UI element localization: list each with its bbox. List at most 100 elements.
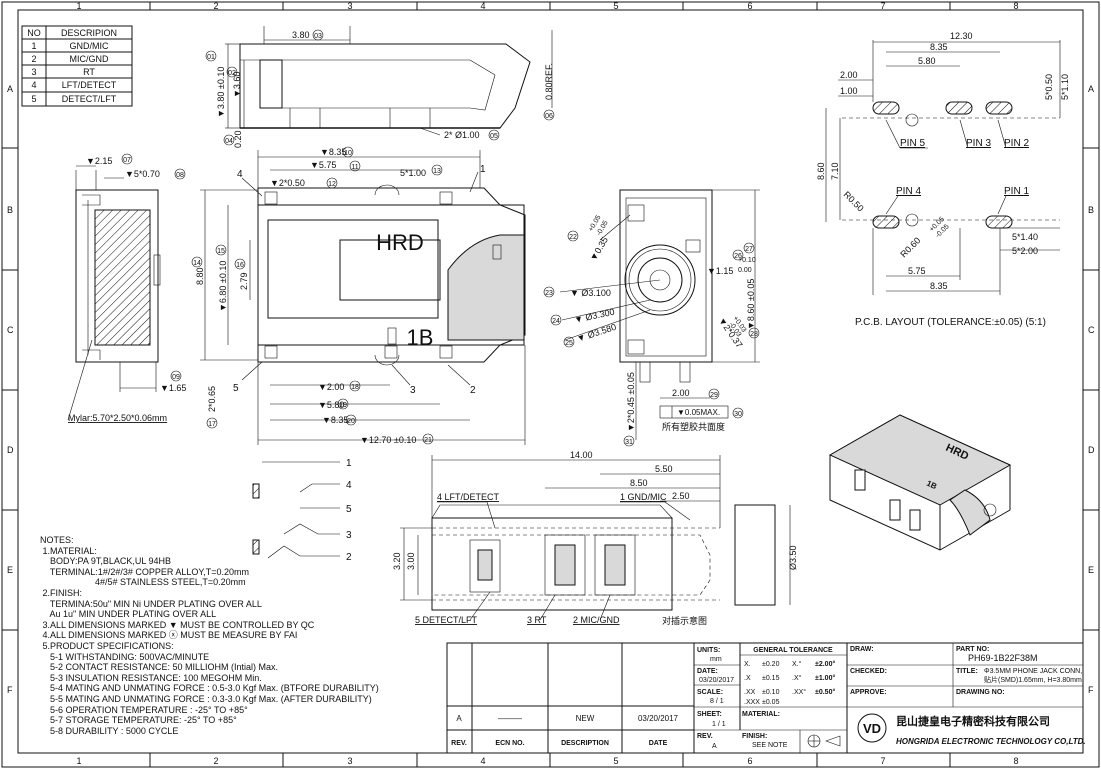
note-line: 4.ALL DIMENSIONS MARKED ⓧ MUST BE MEASUR…	[40, 630, 298, 641]
company-logo-icon	[857, 713, 887, 743]
units-value: mm	[710, 656, 722, 663]
dim-label: ▼3.60	[232, 72, 242, 98]
dim-label: ▼5*0.70	[125, 169, 160, 179]
note-line: 5-1 WITHSTANDING: 500VAC/MINUTE	[40, 651, 210, 662]
col-label: 3	[347, 1, 352, 11]
dim-label: ▼2*0.45 ±0.05	[626, 372, 636, 432]
balloon: 01	[207, 54, 215, 61]
balloon: 03	[314, 33, 322, 40]
pin-table-cell: RT	[83, 67, 95, 77]
note-line: 5-8 DURABILITY : 5000 CYCLE	[40, 725, 179, 736]
dim-label: 2.79	[239, 272, 249, 290]
dim-label: ▼0.35	[588, 235, 610, 263]
col-label: 3	[347, 756, 352, 766]
note-line: 2.FINISH:	[40, 587, 83, 598]
balloon: 04	[225, 138, 233, 145]
tol-cell: ±0.15	[762, 675, 780, 682]
dim-label: 8.60	[816, 162, 826, 180]
dim-label: 5*2.00	[1012, 246, 1038, 256]
dim-label: R0.50	[842, 189, 866, 213]
col-label: 5	[613, 756, 618, 766]
note-line: BODY:PA 9T,BLACK,UL 94HB	[40, 556, 172, 567]
row-label: D	[7, 445, 14, 455]
tol-cell: .X	[744, 675, 751, 682]
note-line: 5-4 MATING AND UNMATING FORCE : 0.5-3.0 …	[40, 683, 379, 694]
note-line: 5-2 CONTACT RESISTANCE: 50 MILLIOHM (Int…	[40, 662, 279, 673]
dim-label: 8.35	[930, 42, 948, 52]
pin-table-cell: 1	[31, 41, 36, 51]
balloon: 14	[193, 260, 201, 267]
contact-label: 3 RT	[527, 615, 547, 625]
pcb-caption: P.C.B. LAYOUT (TOLERANCE:±0.05) (5:1)	[855, 317, 1046, 328]
date-value: 03/20/2017	[699, 677, 734, 684]
insertion-view: 14.00 5.50 8.50 2.50 3.20 3.00 Ø3.50 4 L…	[392, 450, 798, 626]
balloon: 26	[734, 253, 742, 260]
pin-callout: 3	[410, 385, 416, 396]
dim-label: ▼2.00	[318, 382, 344, 392]
side-view: ▼2.15 07 ▼5*0.70 08 ▼1.65 09 Mylar:5.70*…	[67, 153, 186, 423]
pin-label: PIN 1	[1004, 186, 1029, 197]
mylar-note: Mylar:5.70*2.50*0.06mm	[68, 413, 167, 423]
balloon: 10	[344, 150, 352, 157]
col-label: 7	[880, 1, 885, 11]
pcb-pad	[872, 215, 900, 229]
title-line1: Φ3.5MM PHONE JACK CONN,	[984, 668, 1082, 675]
schematic-pin: 3	[346, 530, 352, 541]
note-line: TERMINA:50u" MIN Ni UNDER PLATING OVER A…	[40, 598, 262, 609]
schematic-pin: 1	[346, 458, 352, 469]
balloon: 07	[123, 157, 131, 164]
dim-label: 5*1.40	[1012, 232, 1038, 242]
schematic-pin: 2	[346, 552, 352, 563]
dim-label: 3.20	[392, 552, 402, 570]
dim-label: 8.35	[930, 281, 948, 291]
title-line2: 贴片(SMD)1.65mm, H=3.80mm	[984, 675, 1082, 684]
balloon: 02	[228, 70, 236, 77]
note-line: 5-7 STORAGE TEMPERATURE: -25° TO +85°	[40, 715, 237, 726]
scale-value: 8 / 1	[710, 698, 724, 705]
dim-label: ▼3.80 ±0.10	[216, 67, 226, 118]
dim-label: 2* Ø1.00	[444, 130, 480, 140]
note-line: 5-5 MATING AND UNMATING FORCE : 0.3-3.0 …	[40, 693, 372, 704]
checked-label: CHECKED:	[850, 668, 887, 675]
pcb-pad	[945, 101, 973, 115]
balloon: 21	[424, 437, 432, 444]
title-block: REV. ECN NO. DESCRIPTION DATE A ——— NEW …	[446, 642, 1086, 754]
rev-header: DESCRIPTION	[561, 740, 609, 747]
iso-code-mark: 1B	[925, 479, 938, 492]
row-label: A	[1088, 84, 1094, 94]
tol-cell: ±2.00°	[815, 660, 835, 668]
dim-label: 2.00	[672, 388, 690, 398]
company-name-en: HONGRIDA ELECTRONIC TECHNOLOGY CO,LTD.	[896, 737, 1086, 746]
dim-label: 3.00	[406, 552, 416, 570]
balloon: 31	[625, 439, 633, 446]
dim-label: 7.10	[830, 162, 840, 180]
tol-cell: ±0.10	[762, 689, 780, 696]
pin-table-header: NO	[27, 28, 41, 38]
rev-cell: NEW	[576, 714, 595, 723]
note-line: 3.ALL DIMENSIONS MARKED ▼ MUST BE CONTRO…	[40, 619, 315, 630]
balloon: 25	[565, 340, 573, 347]
dim-label: ▼8.35	[320, 147, 346, 157]
note-line: 5.PRODUCT SPECIFICATIONS:	[40, 640, 174, 651]
pin-callout: 5	[233, 383, 239, 394]
dim-label: ▼12.70 ±0.10	[360, 435, 416, 445]
note-line: 5-6 OPERATION TEMPERATURE : -25° TO +85°	[40, 704, 248, 715]
pin-table-header: DESCRIPION	[61, 28, 117, 38]
dim-label: 5*1.00	[400, 168, 426, 178]
contact-label: 5 DETECT/LFT	[415, 615, 478, 625]
contact-label: 1 GND/MIC	[620, 492, 667, 502]
material-label: MATERIAL:	[742, 711, 780, 718]
scale-label: SCALE:	[697, 689, 723, 696]
pin-label: PIN 4	[896, 186, 921, 197]
approve-label: APPROVE:	[850, 689, 887, 696]
dim-label: Ø3.50	[788, 545, 798, 570]
pin-table-cell: 3	[31, 67, 36, 77]
col-label: 1	[76, 756, 81, 766]
part-no-value: PH69-1B22F38M	[968, 653, 1038, 663]
dim-label: 8.50	[630, 478, 648, 488]
pin-table-cell: 5	[31, 94, 36, 104]
balloon: 29	[710, 392, 718, 399]
balloon: 28	[750, 331, 758, 338]
tol-cell: .XX°	[792, 688, 806, 696]
